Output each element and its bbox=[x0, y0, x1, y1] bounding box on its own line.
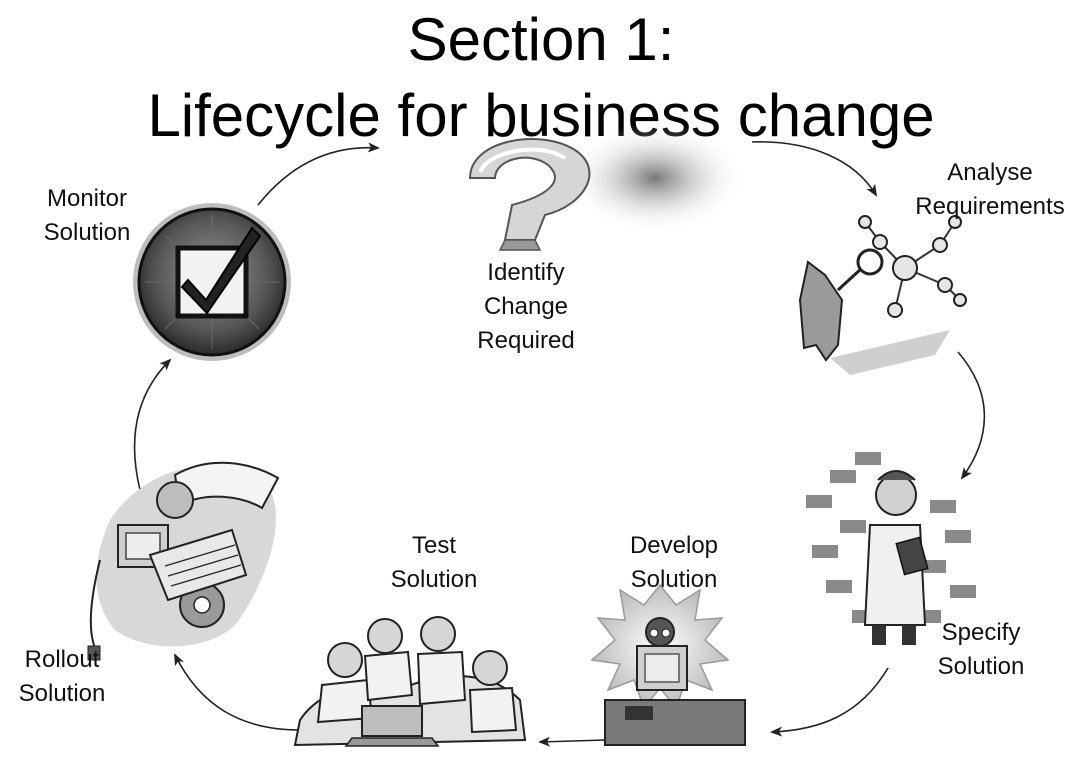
stage-identify-label: Identify Change Required bbox=[446, 256, 606, 358]
scientist-clipboard-icon bbox=[806, 452, 976, 645]
stage-analyse-line-2: Requirements bbox=[915, 193, 1065, 220]
team-laptop-icon bbox=[293, 616, 527, 747]
stage-rollout-line-1: Rollout bbox=[24, 646, 100, 673]
arrow-identify-to-analyse bbox=[751, 141, 878, 197]
stage-specify-label: Specify Solution bbox=[916, 616, 1046, 684]
stage-identify-line-3: Required bbox=[477, 327, 575, 354]
page-title-line-2: Lifecycle for business change bbox=[147, 82, 935, 149]
stage-analyse-line-1: Analyse bbox=[947, 159, 1033, 186]
page-title-line-1: Section 1: bbox=[407, 6, 675, 73]
arrow-analyse-to-specify bbox=[957, 351, 986, 480]
stage-monitor-line-2: Solution bbox=[43, 219, 131, 246]
arrow-test-to-rollout bbox=[174, 653, 301, 731]
stage-analyse-label: Analyse Requirements bbox=[900, 156, 1080, 224]
machine-rollout-icon bbox=[87, 461, 280, 661]
arrow-specify-to-develop bbox=[770, 667, 889, 737]
programmer-computer-icon bbox=[590, 583, 746, 746]
stage-monitor-label: Monitor Solution bbox=[20, 182, 154, 250]
stage-rollout-label: Rollout Solution bbox=[0, 643, 124, 711]
stage-test-label: Test Solution bbox=[364, 529, 504, 597]
stage-rollout-line-2: Solution bbox=[18, 680, 106, 707]
stage-develop-label: Develop Solution bbox=[604, 529, 744, 597]
stage-develop-line-2: Solution bbox=[630, 566, 718, 593]
stage-test-line-2: Solution bbox=[390, 566, 478, 593]
arrow-rollout-to-monitor bbox=[133, 358, 172, 491]
checkbox-badge-icon bbox=[133, 203, 291, 361]
stage-identify-line-2: Change bbox=[483, 293, 569, 320]
question-mark-icon bbox=[468, 123, 745, 251]
stage-monitor-line-1: Monitor bbox=[46, 185, 128, 212]
stage-identify-line-1: Identify bbox=[487, 259, 565, 286]
arrow-monitor-to-identify bbox=[257, 142, 380, 206]
stage-specify-line-1: Specify bbox=[941, 619, 1021, 646]
stage-develop-line-1: Develop bbox=[629, 532, 719, 559]
stage-test-line-1: Test bbox=[411, 532, 456, 559]
arrow-develop-to-test bbox=[538, 736, 606, 747]
stage-specify-line-2: Solution bbox=[937, 653, 1025, 680]
molecule-analysis-icon bbox=[798, 215, 967, 375]
